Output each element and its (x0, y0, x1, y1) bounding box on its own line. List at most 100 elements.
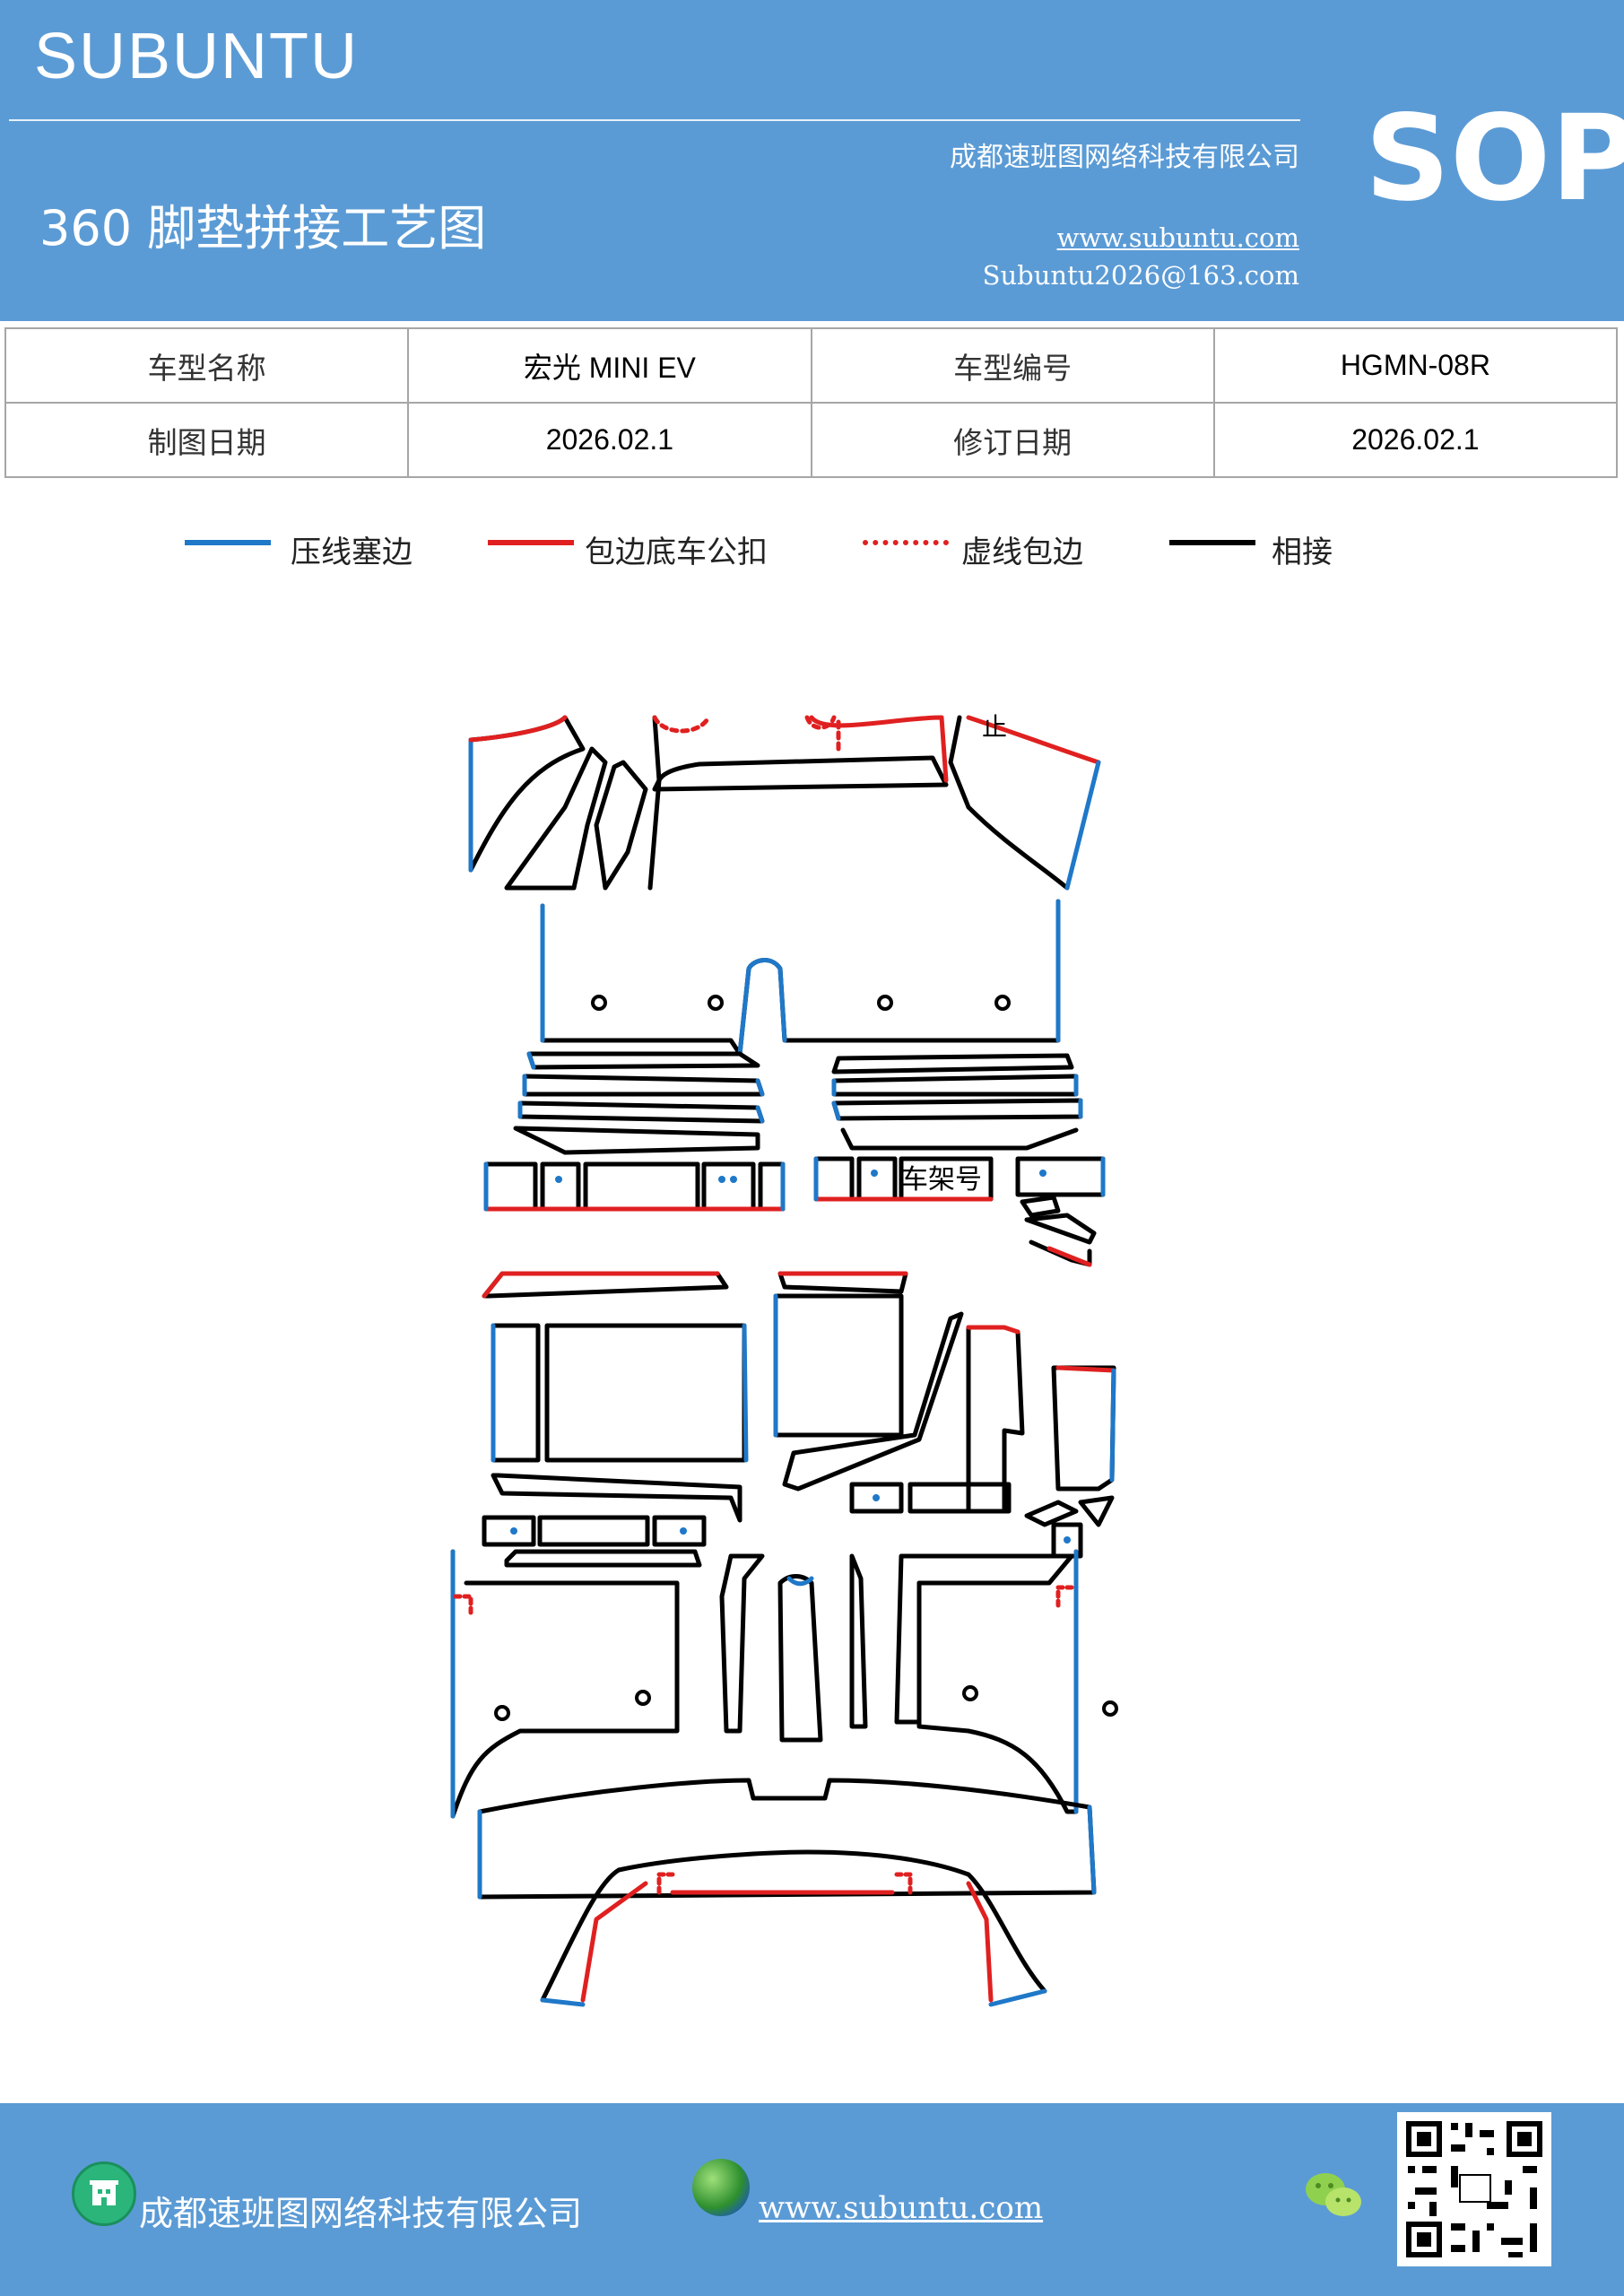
header-divider (9, 119, 1300, 121)
mat-piece (504, 746, 608, 891)
mat-piece (719, 1553, 765, 1734)
mat-block (758, 1161, 786, 1212)
fastener-dot (510, 1527, 517, 1535)
mat-piece (1024, 1213, 1097, 1245)
mat-strip (504, 1549, 702, 1568)
legend-label: 虚线包边 (961, 535, 1083, 570)
mat-strip (831, 1053, 1074, 1074)
edge-red (482, 1271, 720, 1299)
mat-piece (450, 1549, 680, 1819)
header-banner: SUBUNTU 360 脚垫拼接工艺图 成都速班图网络科技有限公司 www.su… (0, 0, 1624, 321)
legend-label: 压线塞边 (291, 535, 413, 570)
legend-label: 包边底车公扣 (585, 535, 768, 570)
mat-piece (594, 760, 648, 891)
qr-code[interactable] (1397, 2112, 1551, 2266)
legend-swatch-black (1169, 540, 1255, 545)
revision-date-label: 修订日期 (810, 402, 1215, 478)
mat-piece (777, 1574, 823, 1743)
fastener-dot (871, 1170, 878, 1177)
mat-piece (540, 1849, 1047, 2003)
mat-block (491, 1323, 541, 1463)
mat-strip (831, 1098, 1083, 1121)
fastener-dot (718, 1176, 725, 1183)
mat-piece (482, 1271, 729, 1299)
mat-block (583, 1161, 700, 1212)
top-mark-label: 止 (982, 712, 1007, 742)
building-icon (72, 2161, 136, 2226)
edge-red-dotted (804, 715, 841, 752)
mat-piece (894, 1553, 1074, 1725)
fastener-dot (555, 1176, 562, 1183)
mat-block (540, 1161, 581, 1212)
model-name-value: 宏光 MINI EV (407, 327, 812, 404)
mat-block (856, 1156, 898, 1202)
header-email[interactable]: Subuntu2026@163.com (982, 260, 1299, 291)
mat-block (483, 1161, 538, 1212)
edge-red (580, 1881, 994, 2003)
mat-block (701, 1161, 756, 1212)
hole (635, 1690, 651, 1706)
edge-red-dotted (656, 1872, 913, 1895)
hole (994, 995, 1011, 1011)
footer-banner: 成都速班图网络科技有限公司 www.subuntu.com (0, 2103, 1624, 2296)
header-company: 成都速班图网络科技有限公司 (950, 142, 1299, 173)
mat-piece (916, 1549, 1079, 1814)
mat-strip (831, 1074, 1079, 1097)
edge-red (966, 715, 1101, 765)
mat-piece (647, 715, 662, 891)
edge-blue (1064, 760, 1101, 891)
mat-piece (777, 1271, 908, 1294)
edge-blue (517, 1051, 765, 1124)
edge-red-dotted (652, 715, 711, 734)
mat-block (813, 1156, 855, 1202)
footer-company: 成都速班图网络科技有限公司 (139, 2194, 583, 2233)
edge-red-dotted (453, 1594, 473, 1617)
edge-blue (786, 1576, 814, 1587)
mat-strip (491, 1473, 743, 1523)
edge-blue (831, 1074, 1083, 1121)
mat-block (849, 1482, 904, 1514)
mat-block (908, 1482, 1012, 1514)
edge-red (1046, 1246, 1092, 1267)
hole (708, 995, 724, 1011)
edge-red (468, 715, 568, 743)
mat-piece (849, 1553, 868, 1729)
brand-name: SUBUNTU (34, 21, 360, 92)
drawing-date-label: 制图日期 (4, 402, 410, 478)
legend-label: 相接 (1272, 535, 1333, 570)
mat-strip (517, 1100, 765, 1124)
legend-swatch-red (488, 540, 574, 545)
mat-strip (840, 1127, 1079, 1151)
hole (494, 1705, 510, 1721)
hole (962, 1685, 978, 1701)
hole (1102, 1700, 1118, 1717)
mat-piece (782, 1311, 964, 1492)
header-website-link[interactable]: www.subuntu.com (1056, 222, 1299, 253)
fastener-dot (1064, 1536, 1071, 1544)
mat-block (537, 1515, 650, 1547)
footer-website-link[interactable]: www.subuntu.com (759, 2190, 1044, 2226)
model-code-label: 车型编号 (810, 327, 1215, 404)
model-name-label: 车型名称 (4, 327, 410, 404)
mat-piece (1020, 1195, 1061, 1218)
wechat-icon[interactable] (1302, 2168, 1365, 2222)
legend-swatch-blue (185, 540, 271, 545)
model-code-value: HGMN-08R (1212, 327, 1619, 404)
edge-blue (477, 1805, 1097, 1900)
frame-number-label: 车架号 (901, 1164, 982, 1196)
edge-blue (491, 1323, 749, 1463)
mat-piece (1024, 1500, 1079, 1527)
document-title: 360 脚垫拼接工艺图 (39, 200, 487, 257)
edge-red-dotted (1055, 1585, 1074, 1608)
fastener-dot (680, 1527, 687, 1535)
mat-piece (948, 715, 1070, 891)
mat-piece (652, 755, 949, 792)
floor-mat-splice-diagram: 止 (450, 712, 1118, 2007)
edge-blue (1109, 1368, 1116, 1483)
edge-red (966, 1325, 1020, 1335)
mat-block (652, 1515, 707, 1547)
mat-strip (513, 1126, 760, 1155)
mat-block (482, 1515, 536, 1547)
edge-red (1055, 1365, 1116, 1373)
mat-piece (1078, 1495, 1115, 1527)
